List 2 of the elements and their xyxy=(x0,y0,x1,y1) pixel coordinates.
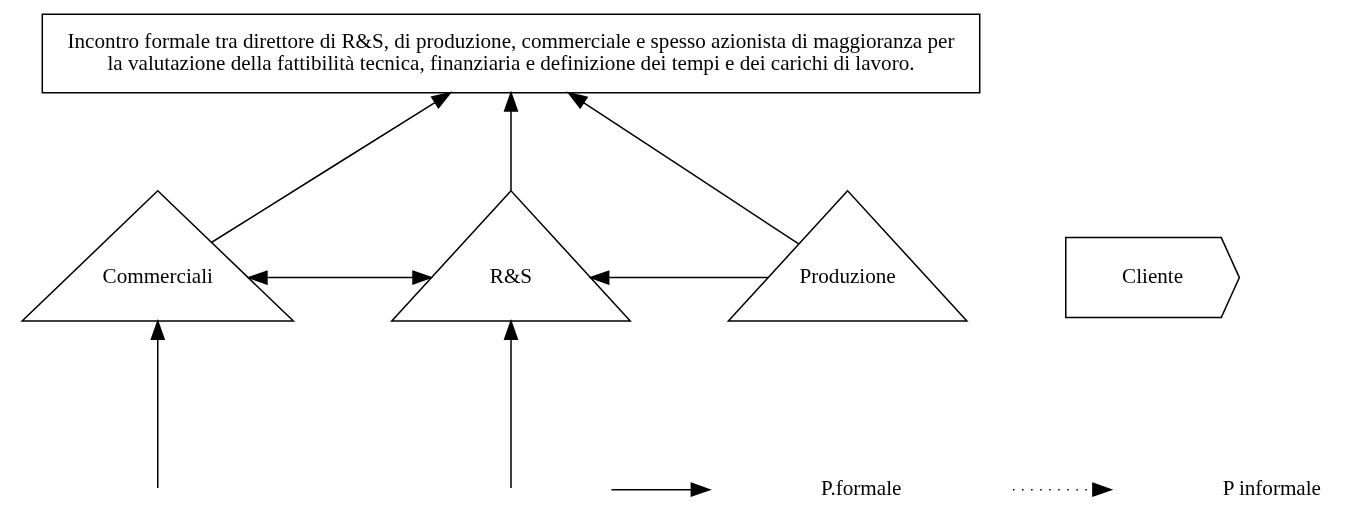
legend-label: P informale xyxy=(1222,476,1322,501)
legend-label: P.formale xyxy=(821,476,902,501)
